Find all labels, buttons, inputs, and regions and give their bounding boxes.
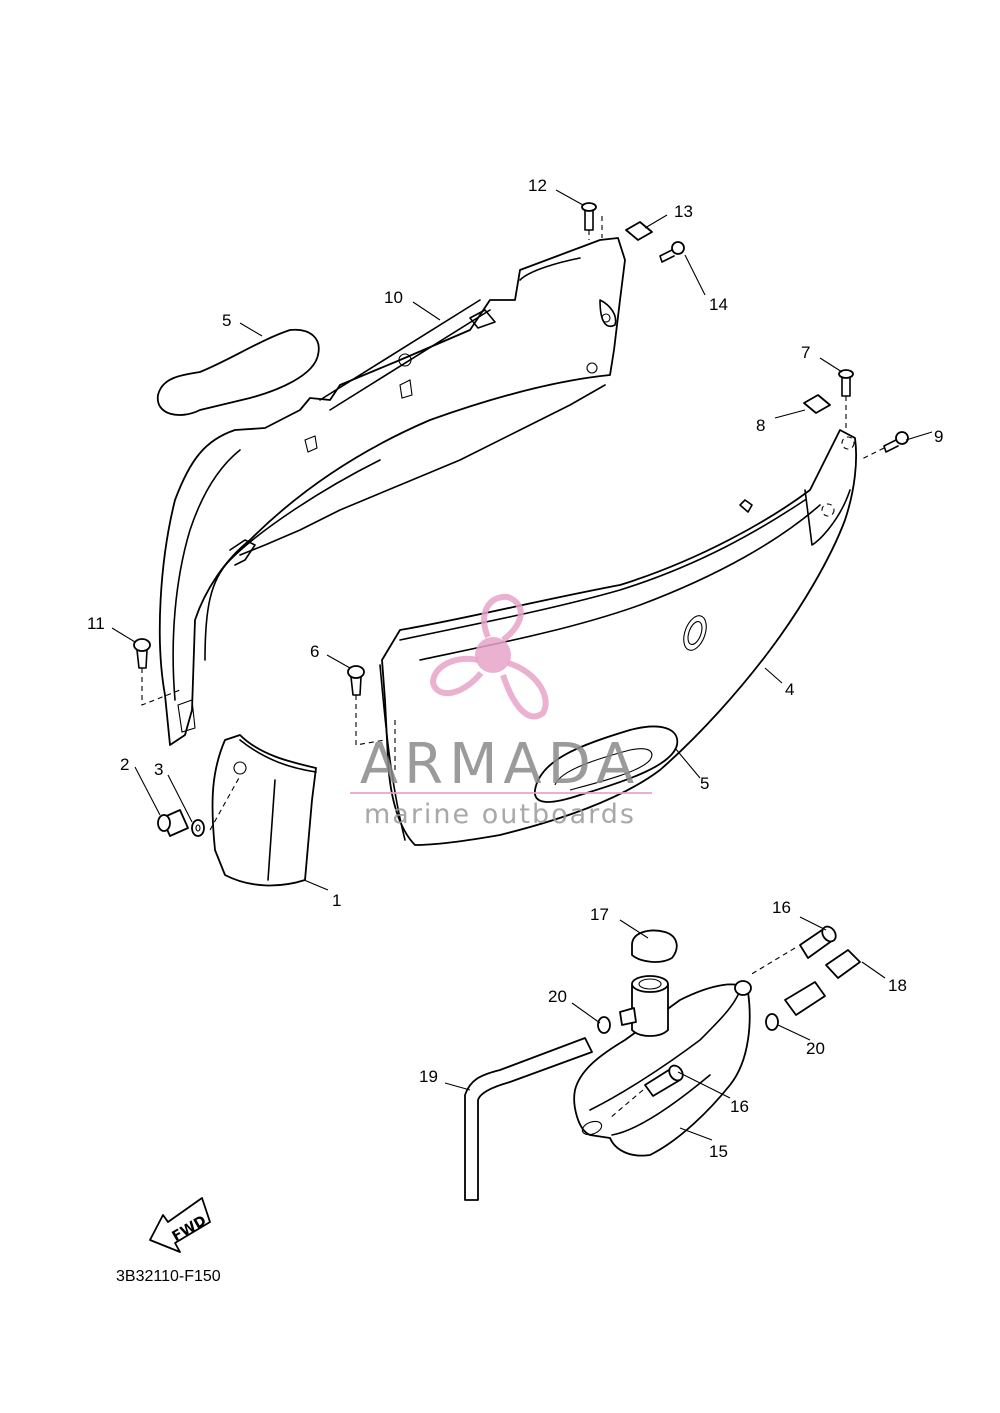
nut-13 bbox=[625, 221, 653, 241]
callout-6: 6 bbox=[310, 642, 319, 661]
hose-19 bbox=[464, 1037, 593, 1201]
bolt-12 bbox=[581, 202, 597, 231]
emblem-side bbox=[534, 725, 679, 803]
grommet-14 bbox=[659, 241, 685, 263]
callout-10: 10 bbox=[384, 288, 403, 307]
callout-7: 7 bbox=[801, 343, 810, 362]
callout-16-lower: 16 bbox=[730, 1097, 749, 1116]
upper-cover-frame bbox=[158, 237, 626, 746]
nut-8 bbox=[803, 394, 831, 414]
clamp-20-right bbox=[765, 1013, 779, 1031]
tank-15 bbox=[573, 975, 752, 1157]
callout-14: 14 bbox=[709, 295, 728, 314]
clip-11 bbox=[133, 638, 151, 669]
callout-15: 15 bbox=[709, 1142, 728, 1161]
bolt-7 bbox=[838, 369, 854, 397]
bolt-16-upper bbox=[799, 925, 837, 959]
callout-13: 13 bbox=[674, 202, 693, 221]
callout-2: 2 bbox=[120, 755, 129, 774]
callout-5-side: 5 bbox=[700, 774, 709, 793]
fwd-arrow-icon: FWD bbox=[149, 1197, 211, 1253]
clamp-20-left bbox=[597, 1016, 611, 1034]
lower-cover bbox=[211, 734, 317, 887]
callout-8: 8 bbox=[756, 416, 765, 435]
clip-6 bbox=[347, 665, 365, 696]
propeller-logo bbox=[429, 593, 549, 720]
callout-3: 3 bbox=[154, 760, 163, 779]
emblem-upper bbox=[157, 328, 320, 416]
watermark-tagline: marine outboards bbox=[364, 799, 636, 830]
callout-4: 4 bbox=[785, 680, 794, 699]
drawing-code: 3B32110-F150 bbox=[116, 1268, 221, 1285]
callout-11: 11 bbox=[87, 614, 105, 633]
callout-19: 19 bbox=[419, 1067, 438, 1086]
bolt-16-lower bbox=[644, 1064, 684, 1097]
callout-20-left: 20 bbox=[548, 987, 567, 1006]
grommet-9 bbox=[883, 431, 909, 453]
sleeve-18 bbox=[784, 949, 861, 1016]
callout-numbers: 12 13 14 10 5 7 8 9 11 6 4 3 2 5 1 17 16… bbox=[87, 176, 943, 1161]
callout-9: 9 bbox=[934, 427, 943, 446]
callout-1: 1 bbox=[332, 891, 341, 910]
cap-17 bbox=[631, 929, 678, 963]
callout-18: 18 bbox=[888, 976, 907, 995]
leader-lines bbox=[111, 189, 933, 1141]
callout-17: 17 bbox=[590, 905, 609, 924]
callout-20-right: 20 bbox=[806, 1039, 825, 1058]
armada-watermark: ARMADA marine outboards bbox=[350, 593, 652, 830]
logo-hub bbox=[475, 637, 511, 673]
callout-5-upper: 5 bbox=[222, 311, 231, 330]
watermark-brand: ARMADA bbox=[360, 732, 640, 797]
washer-3 bbox=[191, 819, 205, 837]
callout-16-upper: 16 bbox=[772, 898, 791, 917]
callout-12: 12 bbox=[528, 176, 547, 195]
bolt-2 bbox=[157, 809, 189, 837]
